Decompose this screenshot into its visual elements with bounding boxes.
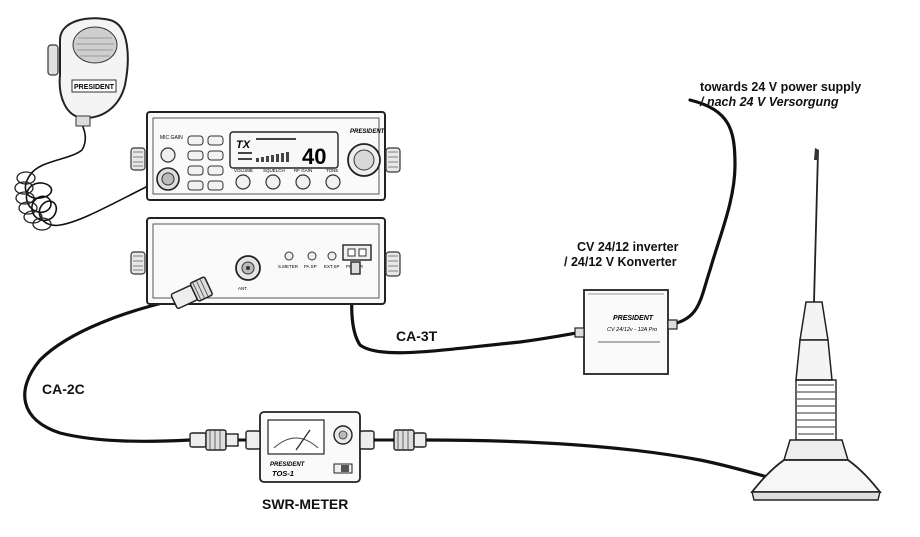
mic-gain-label: MIC GAIN (160, 135, 183, 141)
inverter-brand-text: PRESIDENT (613, 315, 654, 322)
radio-brand-text: PRESIDENT (350, 129, 386, 135)
inverter-model-text: CV 24/12v - 12A Pro (607, 327, 657, 333)
ant-socket-label: ANT. (238, 286, 248, 291)
lcd-channel-text: 40 (302, 144, 326, 169)
ca2c-cable-label: CA-2C (42, 381, 85, 397)
rf-gain-label: RF GAIN (294, 168, 312, 173)
volume-label: VOLUME (234, 168, 253, 173)
lcd-tx-text: TX (236, 139, 251, 151)
ca2c-cable (23, 298, 192, 443)
smeter-jack-label: S.METER (278, 264, 299, 269)
inverter-label-de: / 24/12 V Konverter (564, 255, 677, 269)
antenna-cable (423, 438, 780, 482)
power-supply-label: towards 24 V power supply (700, 80, 862, 94)
squelch-label: SQUELCH (263, 168, 285, 173)
cb-radio-back: ANT. S.METER PA SP EXT.SP POWER (130, 217, 401, 305)
magnetic-antenna (750, 148, 882, 501)
inverter-label: CV 24/12 inverter (577, 240, 679, 254)
swr-connectors (189, 429, 427, 451)
power-supply-cable (666, 98, 737, 327)
power-supply-label-de: / nach 24 V Versorgung (700, 95, 839, 109)
swr-brand-text: PRESIDENT (270, 462, 306, 468)
pa-sp-jack-label: PA SP (304, 264, 317, 269)
ca3t-plug (350, 261, 361, 275)
mic-coil-cable (24, 119, 171, 227)
ext-sp-jack-label: EXT.SP (324, 264, 340, 269)
microphone: PRESIDENT (47, 17, 129, 127)
swr-meter-label: SWR-METER (262, 496, 349, 512)
power-socket (342, 244, 372, 261)
ca2c-connector-radio (170, 276, 213, 310)
ca3t-cable (350, 268, 584, 355)
ca3t-cable-label: CA-3T (396, 328, 438, 344)
cb-radio-front: MIC GAIN TX 40 PRESIDENT (130, 111, 401, 201)
swr-meter-device: PRESIDENT TOS-1 (259, 411, 361, 483)
mic-brand-text: PRESIDENT (74, 84, 115, 91)
tone-label: TONE (326, 168, 338, 173)
mic-coil-loops (14, 171, 52, 231)
swr-model-text: TOS-1 (272, 469, 294, 478)
inverter-box: PRESIDENT CV 24/12v - 12A Pro (574, 289, 678, 375)
